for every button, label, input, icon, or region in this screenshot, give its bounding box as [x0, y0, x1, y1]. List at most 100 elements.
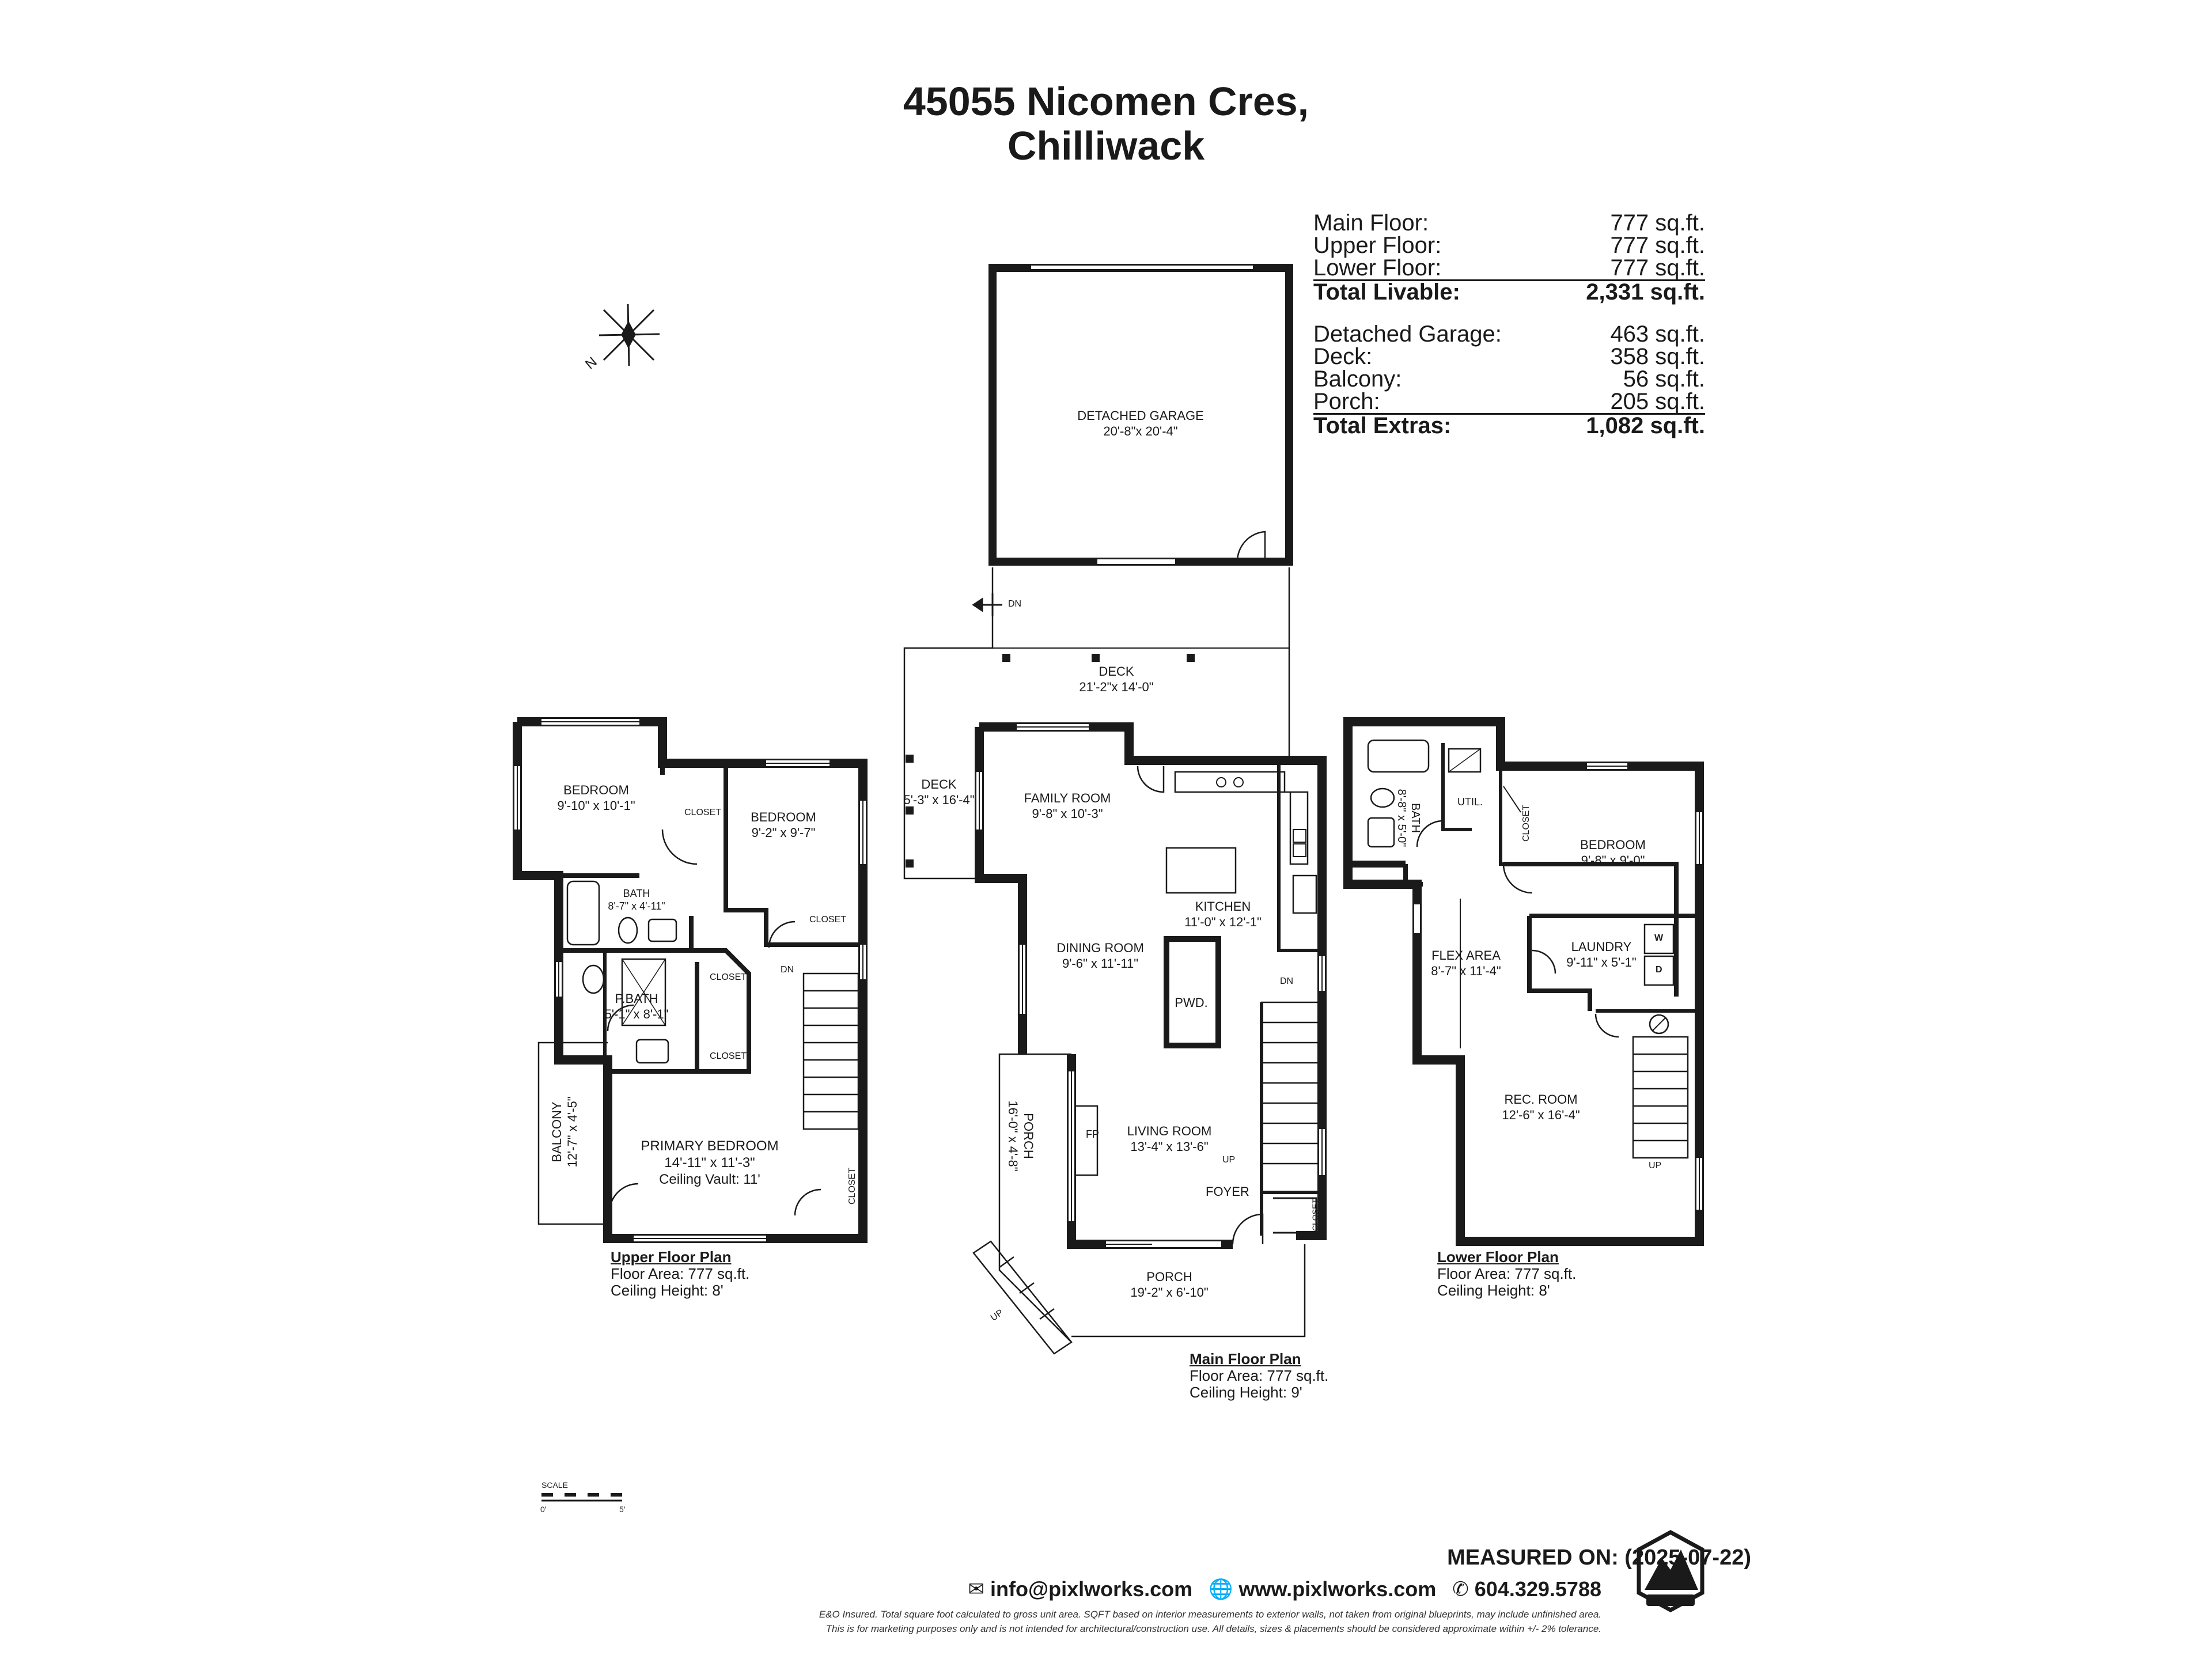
caption-area: Floor Area: 777 sq.ft. [1190, 1367, 1329, 1384]
room-dim: 8'-7" x 11'-4" [1431, 964, 1501, 978]
area-label: Deck: [1313, 344, 1373, 369]
room-dining: DINING ROOM 9'-6" x 11'-11" [1056, 940, 1144, 971]
room-dim: 9'-2" x 9'-7" [751, 825, 816, 840]
room-dim: 5'-3" x 16'-4" [903, 793, 975, 807]
area-value: 463 sq.ft. [1610, 321, 1705, 347]
room-living: LIVING ROOM 13'-4" x 13'-6" [1127, 1123, 1212, 1154]
compass-icon [599, 304, 660, 366]
room-name: LAUNDRY [1571, 940, 1632, 954]
upper-closet-label-5: CLOSET [847, 1167, 858, 1205]
area-value: 1,082 sq.ft. [1586, 413, 1705, 438]
caption-height: Ceiling Height: 9' [1190, 1384, 1302, 1401]
room-deck: DECK 21'-2"x 14'-0" [1079, 664, 1153, 695]
area-row-lower: Lower Floor: 777 sq.ft. [1313, 255, 1705, 281]
upper-stair-dn-label: DN [781, 965, 794, 975]
washer-label: W [1654, 933, 1664, 943]
room-dim: 9'-10" x 10'-1" [557, 798, 635, 813]
phone-icon: ✆ [1452, 1578, 1469, 1600]
lower-floor-caption: Lower Floor Plan Floor Area: 777 sq.ft. … [1437, 1249, 1576, 1299]
room-family: FAMILY ROOM 9'-8" x 10'-3" [1024, 790, 1111, 821]
room-porch-side: PORCH 16'-0" x 4'-8" [1005, 1100, 1036, 1171]
room-name: DECK [921, 777, 957, 791]
deck-posts [906, 654, 1195, 868]
area-row-upper: Upper Floor:777 sq.ft. [1313, 234, 1705, 257]
area-value: 777 sq.ft. [1610, 255, 1705, 281]
upper-closet-label-3: CLOSET [710, 972, 747, 982]
area-label: Balcony: [1313, 366, 1402, 392]
util-label: UTIL. [1457, 796, 1483, 808]
room-dim: 20'-8"x 20'-4" [1103, 424, 1178, 438]
room-name: REC. ROOM [1504, 1092, 1578, 1107]
upper-closet-label-4: CLOSET [710, 1051, 747, 1061]
room-flex: FLEX AREA 8'-7" x 11'-4" [1431, 948, 1501, 979]
area-value: 777 sq.ft. [1610, 210, 1705, 236]
room-kitchen: KITCHEN 11'-0" x 12'-1" [1184, 899, 1262, 930]
address-line-1: 45055 Nicomen Cres, [903, 79, 1309, 124]
caption-height: Ceiling Height: 8' [611, 1282, 724, 1299]
main-floor-caption: Main Floor Plan Floor Area: 777 sq.ft. C… [1190, 1351, 1328, 1401]
deck-down-arrow-icon [972, 593, 1002, 616]
room-powder: PWD. [1175, 995, 1207, 1010]
room-name: BALCONY [550, 1101, 564, 1162]
address-line-2: Chilliwack [1007, 123, 1205, 168]
globe-icon: 🌐 [1209, 1578, 1233, 1600]
area-value: 358 sq.ft. [1610, 344, 1705, 369]
phone-text[interactable]: 604.329.5788 [1474, 1577, 1601, 1601]
room-upper-bedroom-1: BEDROOM 9'-10" x 10'-1" [557, 782, 635, 813]
area-row-balcony: Balcony:56 sq.ft. [1313, 368, 1705, 391]
room-lower-bath: BATH 8'-8" x 5'-0" [1395, 789, 1422, 847]
room-name: PWD. [1175, 995, 1208, 1010]
area-value: 2,331 sq.ft. [1586, 279, 1705, 305]
area-row-deck: Deck: 358 sq.ft. [1313, 344, 1705, 369]
upper-closet-label-1: CLOSET [684, 808, 722, 817]
room-porch: PORCH 19'-2" x 6'-10" [1130, 1269, 1208, 1300]
room-dim: 14'-11" x 11'-3" [664, 1155, 755, 1171]
room-dim: 9'-11" x 5'-1" [1566, 955, 1637, 969]
area-label: Total Extras: [1313, 413, 1452, 438]
caption-area: Floor Area: 777 sq.ft. [1437, 1265, 1577, 1282]
room-dim: 12'-6" x 16'-4" [1502, 1108, 1580, 1122]
upper-closet-label-2: CLOSET [809, 915, 847, 925]
contact-website[interactable]: 🌐 www.pixlworks.com [1209, 1577, 1436, 1601]
room-dim: 9'-8" x 10'-3" [1032, 806, 1103, 821]
room-rec: REC. ROOM 12'-6" x 16'-4" [1502, 1092, 1580, 1123]
room-name: PRIMARY BEDROOM [641, 1138, 779, 1154]
contact-email[interactable]: ✉ info@pixlworks.com [968, 1577, 1193, 1601]
room-name: KITCHEN [1195, 899, 1251, 914]
lower-closet-label: CLOSET [1521, 804, 1532, 842]
website-text[interactable]: www.pixlworks.com [1238, 1577, 1437, 1601]
area-value: 205 sq.ft. [1610, 389, 1705, 414]
room-lower-bedroom: BEDROOM 9'-8" x 9'-0" [1580, 837, 1646, 868]
area-label: Porch: [1313, 389, 1380, 414]
room-name: BATH [1409, 803, 1422, 833]
room-upper-bath: BATH 8'-7" x 4'-11" [608, 887, 665, 912]
room-dim: 11'-0" x 12'-1" [1184, 915, 1262, 929]
room-upper-pbath: P.BATH 5'-1" x 8'-1" [605, 991, 669, 1022]
contact-phone[interactable]: ✆ 604.329.5788 [1452, 1577, 1601, 1601]
room-balcony: BALCONY 12'-7" x 4'-5" [549, 1096, 580, 1167]
main-stair-dn-label: DN [1280, 976, 1294, 986]
area-row-total-livable: Total Livable:2,331 sq.ft. [1313, 279, 1705, 304]
room-dim: 16'-0" x 4'-8" [1006, 1100, 1020, 1172]
area-label: Lower Floor: [1313, 255, 1442, 281]
scale-start: 0' [540, 1505, 547, 1514]
room-dim: 9'-8" x 9'-0" [1581, 853, 1645, 868]
room-name: DETACHED GARAGE [1077, 408, 1204, 423]
area-row-total-extras: Total Extras: 1,082 sq.ft. [1313, 413, 1705, 437]
scale-label: SCALE [541, 1480, 568, 1490]
foyer-closet-label: CLOSET [1310, 1198, 1320, 1232]
room-name: LIVING ROOM [1127, 1124, 1212, 1138]
caption-area: Floor Area: 777 sq.ft. [611, 1265, 750, 1282]
upper-floor-caption: Upper Floor Plan Floor Area: 777 sq.ft. … [611, 1249, 749, 1299]
room-name: DINING ROOM [1056, 941, 1144, 955]
lower-stair-up-label: UP [1649, 1161, 1662, 1171]
room-name: BATH [623, 888, 650, 899]
room-dim: 13'-4" x 13'-6" [1130, 1139, 1209, 1154]
email-text[interactable]: info@pixlworks.com [990, 1577, 1193, 1601]
caption-height: Ceiling Height: 8' [1437, 1282, 1550, 1299]
main-stair-up-label: UP [1222, 1155, 1236, 1165]
fireplace-label: FP [1086, 1128, 1100, 1140]
area-summary-table: Main Floor:777 sq.ft. Upper Floor:777 sq… [1313, 210, 1705, 437]
area-value: 777 sq.ft. [1610, 233, 1705, 258]
